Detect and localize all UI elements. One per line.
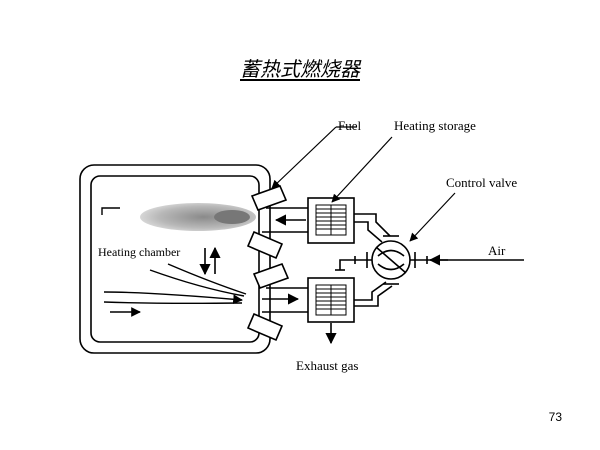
burner-ports [246,184,290,342]
flow-arrows [199,214,448,345]
exhaust-gas-label: Exhaust gas [296,358,358,373]
upper-regenerator [307,197,355,244]
fuel-label: Fuel [338,118,362,133]
page-number: 73 [548,410,562,424]
valve-piping [335,213,524,307]
callout-leaders [271,126,456,242]
flame [140,203,256,231]
heating-storage-label: Heating storage [394,118,476,133]
heating-chamber-label: Heating chamber [98,245,180,259]
flame-core [214,210,250,224]
chamber-flow-curves [101,207,247,317]
lower-regenerator [307,277,355,323]
control-valve [354,235,428,285]
burner-ducts [262,207,308,313]
furnace-walls [79,164,271,354]
air-label: Air [488,243,506,258]
control-valve-label: Control valve [446,175,517,190]
slide-title: 蓄热式燃烧器 [240,57,360,81]
